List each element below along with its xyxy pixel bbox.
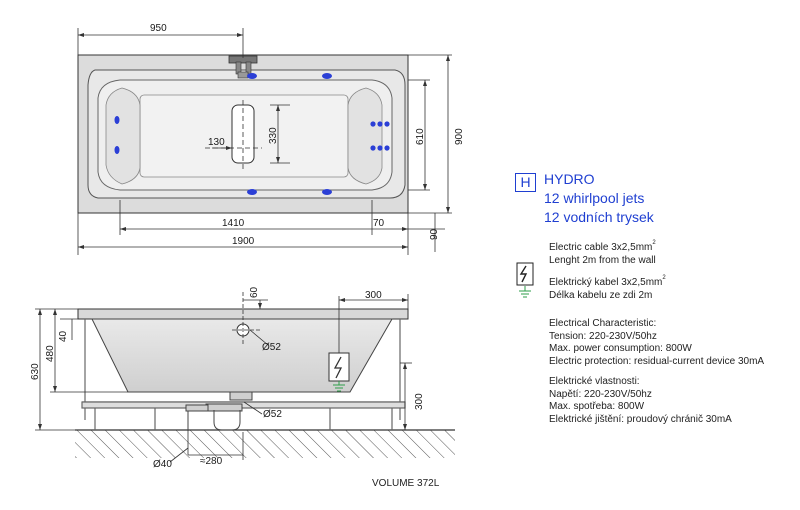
jet-icon [322, 189, 332, 195]
jet-icon [384, 121, 390, 127]
waste-pipe [185, 391, 253, 431]
side-view: 60 300 40 480 630 Ø52 Ø52 300 Ø40 ≈280 [30, 286, 455, 470]
cable-info-en: Electric cable 3x2,5mm2 Lenght 2m from t… [549, 240, 656, 267]
cable-en-sup: 2 [652, 240, 656, 246]
dim-70: 70 [373, 218, 385, 229]
plan-faucet [228, 55, 258, 79]
electrical-cz-heading: Elektrické vlastnosti: [549, 376, 640, 387]
jet-icon [377, 121, 383, 127]
dim-300-top: 300 [365, 290, 382, 301]
hydro-jets-cz: 12 vodních trysek [544, 209, 654, 225]
hydro-badge-icon: H [515, 173, 536, 192]
dim-dia52-top: Ø52 [262, 342, 281, 353]
dim-300-side: 300 [414, 393, 425, 410]
electrical-en-power: Max. power consumption: 800W [549, 343, 692, 355]
electric-shock-icon [516, 262, 534, 298]
floor-hatch [75, 430, 455, 458]
dim-1900: 1900 [232, 236, 255, 247]
jet-icon [370, 121, 376, 127]
dim-630: 630 [30, 363, 41, 380]
cable-info-cz: Elektrický kabel 3x2,5mm2 Délka kabelu z… [549, 275, 666, 302]
electrical-cz-protection: Elektrické jištění: proudový chránič 30m… [549, 413, 732, 425]
dim-90: 90 [429, 228, 440, 240]
plan-headrest-left [105, 87, 141, 185]
dim-dia52-bottom: Ø52 [263, 409, 282, 420]
dim-950: 950 [150, 23, 167, 34]
jet-icon [384, 145, 390, 151]
dim-1410: 1410 [222, 218, 245, 229]
jet-icon [370, 145, 376, 151]
jet-icon [377, 145, 383, 151]
dim-40: 40 [58, 330, 69, 342]
jet-icon [322, 73, 332, 79]
dim-900: 900 [454, 128, 465, 145]
jet-icon [114, 116, 120, 124]
cable-cz-line1: Elektrický kabel 3x2,5mm [549, 277, 663, 288]
electrical-cz-tension: Napětí: 220-230V/50hz [549, 388, 652, 400]
plan-view: 950 130 330 610 900 1410 70 90 1900 [77, 23, 465, 255]
electrical-cz: Elektrické vlastnosti: Napětí: 220-230V/… [549, 376, 732, 426]
dim-60: 60 [249, 286, 260, 298]
jet-icon [247, 189, 257, 195]
dim-480: 480 [45, 345, 56, 362]
jet-icon [114, 146, 120, 154]
plan-headrest-right [347, 87, 383, 185]
dim-610: 610 [415, 128, 426, 145]
cable-cz-sup: 2 [662, 275, 666, 281]
electrical-en: Electrical Characteristic: Tension: 220-… [549, 318, 764, 368]
electrical-en-protection: Electric protection: residual-current de… [549, 355, 765, 367]
electric-box [328, 352, 350, 392]
hydro-jets-en: 12 whirlpool jets [544, 190, 645, 206]
hydro-legend: H HYDRO 12 whirlpool jets 12 vodních try… [515, 170, 795, 227]
side-tub-body [91, 318, 393, 393]
dim-dia40: Ø40 [153, 459, 172, 470]
volume-label: VOLUME 372L [372, 478, 440, 489]
electrical-en-heading: Electrical Characteristic: [549, 318, 657, 329]
cable-en-line1: Electric cable 3x2,5mm [549, 242, 653, 253]
electrical-cz-power: Max. spotřeba: 800W [549, 401, 645, 413]
cable-cz-line2: Délka kabelu ze zdi 2m [549, 289, 653, 301]
plan-jets [114, 73, 390, 195]
dim-approx-280: ≈280 [200, 456, 223, 467]
dim-130: 130 [208, 137, 225, 148]
dim-330: 330 [268, 127, 279, 144]
hydro-title: HYDRO [544, 171, 595, 187]
cable-en-line2: Lenght 2m from the wall [549, 254, 656, 266]
electrical-en-tension: Tension: 220-230V/50hz [549, 330, 657, 342]
jet-icon [247, 73, 257, 79]
